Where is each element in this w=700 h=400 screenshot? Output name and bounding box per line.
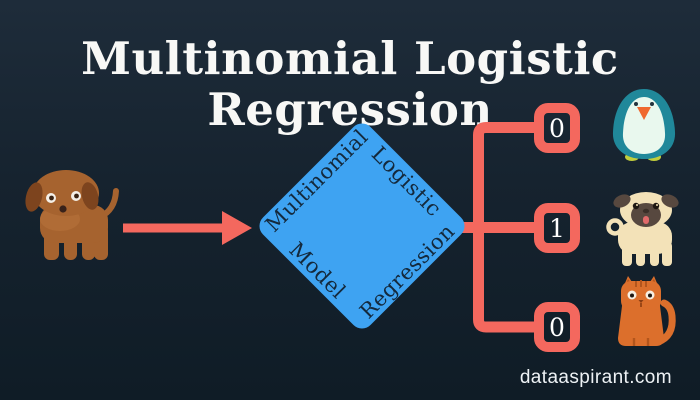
pug-icon (606, 192, 679, 266)
connector-bracket (452, 122, 543, 333)
title-line-2: Regression (207, 82, 493, 136)
output-value: 1 (549, 213, 565, 243)
watermark: dataaspirant.com (519, 367, 672, 388)
dog-icon (25, 170, 119, 260)
output-box-pug: 1 (534, 203, 580, 253)
output-box-cat: 0 (534, 302, 580, 352)
title-line-1: Multinomial Logistic (81, 32, 619, 86)
output-box-penguin: 0 (534, 103, 580, 153)
output-value: 0 (549, 113, 565, 143)
cat-icon (618, 276, 676, 346)
page-title: Multinomial Logistic Regression (0, 32, 700, 136)
output-value: 0 (549, 312, 565, 342)
arrow-icon (123, 211, 252, 245)
penguin-icon (612, 89, 676, 161)
